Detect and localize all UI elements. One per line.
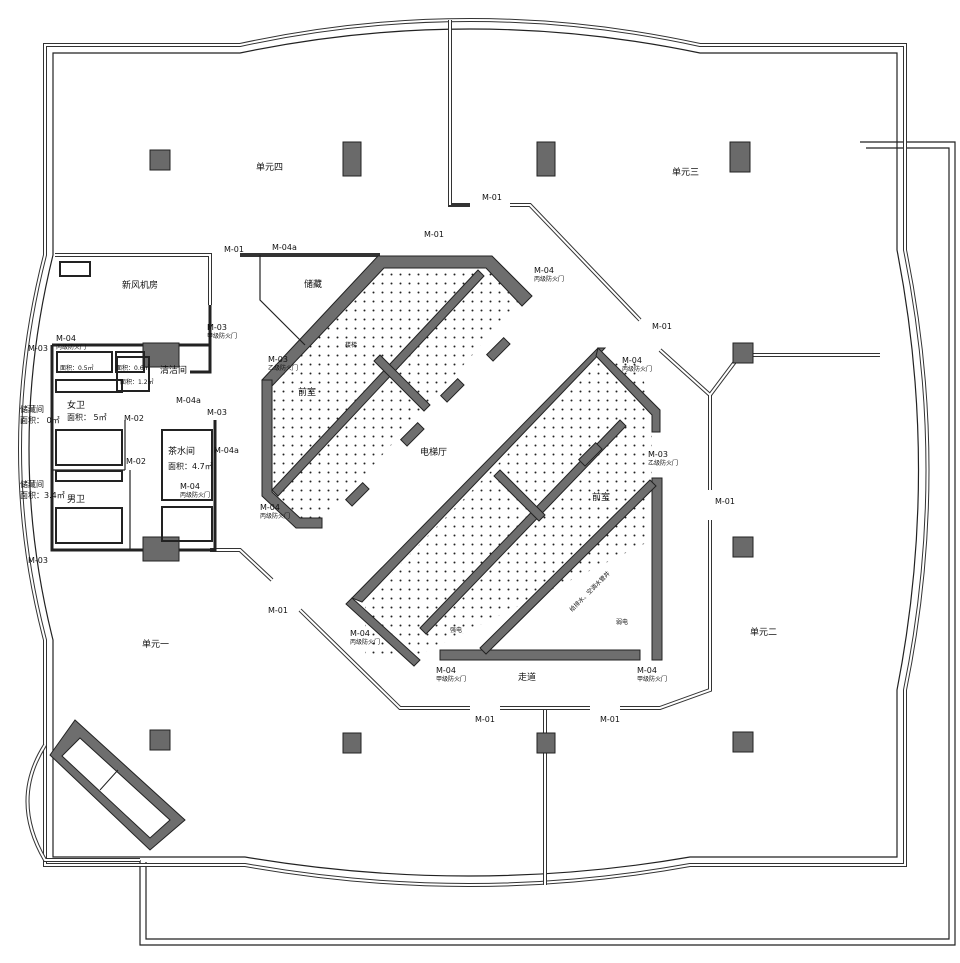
door-code-label: M-01	[268, 606, 288, 615]
door-code-label: M-03	[648, 450, 668, 459]
unit-2-label: 单元二	[750, 626, 777, 638]
door-code-label: M-04	[637, 666, 657, 675]
door-code-label: M-03	[28, 344, 48, 353]
door-fire-rating-label: 丙级防火门	[260, 512, 290, 520]
unit-1-label: 单元一	[142, 638, 169, 650]
shaft-area-3: 面积：1.2㎡	[120, 378, 154, 386]
door-code-label: M-01	[482, 193, 502, 202]
door-code-label: M-04	[56, 334, 76, 343]
door-code-label: M-01	[600, 715, 620, 724]
door-fire-rating-label: 丙级防火门	[350, 638, 380, 646]
elevator-hall-label: 电梯厅	[420, 446, 447, 458]
storage-label: 储藏	[304, 278, 322, 290]
weak-electric-label: 弱电	[616, 618, 628, 626]
door-fire-rating-label: 乙级防火门	[268, 364, 298, 372]
tea-room-area: 面积：4.7㎡	[168, 461, 213, 471]
door-code-label: M-03	[268, 355, 288, 364]
elevator-shaft-bottom-left	[25, 719, 186, 862]
unit-3-label: 单元三	[672, 166, 699, 178]
door-code-label: M-04	[534, 266, 554, 275]
door-code-label: M-03	[28, 556, 48, 565]
door-fire-rating-label: 甲级防火门	[436, 675, 466, 683]
stair-label: 楼梯	[345, 341, 357, 349]
door-code-label: M-02	[126, 457, 146, 466]
storage-room-1-area: 面积： 0㎡	[20, 415, 60, 425]
door-code-label: M-01	[424, 230, 444, 239]
tea-room-label: 茶水间	[168, 445, 195, 457]
unit-partitions	[55, 20, 880, 885]
storage-room-2-area: 面积：3.4㎡	[20, 490, 65, 500]
door-code-label: M-04	[622, 356, 642, 365]
door-code-label: M-04a	[272, 243, 297, 252]
unit-4-label: 单元四	[256, 161, 283, 173]
door-code-label: M-01	[715, 497, 735, 506]
door-fire-rating-label: 甲级防火门	[637, 675, 667, 683]
door-fire-rating-label: 丙级防火门	[56, 343, 86, 351]
door-code-label: M-01	[652, 322, 672, 331]
fresh-air-room-label: 新风机房	[122, 279, 158, 291]
storage-room-1-label: 储藏间	[20, 404, 44, 414]
front-room-right-label: 前室	[592, 491, 610, 503]
door-fire-rating-label: 乙级防火门	[648, 459, 678, 467]
strong-electric-label: 强电	[450, 626, 462, 634]
door-code-label: M-01	[475, 715, 495, 724]
door-fire-rating-label: 丙级防火门	[534, 275, 564, 283]
door-code-label: M-04	[260, 503, 280, 512]
shaft-area-2: 面积：0.6㎡	[116, 364, 150, 372]
door-code-label: M-04	[180, 482, 200, 491]
door-code-label: M-02	[124, 414, 144, 423]
door-code-label: M-04a	[214, 446, 239, 455]
corridor-label: 走道	[518, 671, 536, 683]
door-fire-rating-label: 丙级防火门	[622, 365, 652, 373]
door-code-label: M-04a	[176, 396, 201, 405]
core-left	[259, 255, 533, 529]
terrace-outline	[139, 141, 956, 946]
door-fire-rating-label: 丙级防火门	[180, 491, 210, 499]
core-right	[345, 347, 663, 667]
front-room-left-label: 前室	[298, 386, 316, 398]
door-code-label: M-01	[224, 245, 244, 254]
structural-columns	[142, 141, 754, 754]
door-code-label: M-04	[436, 666, 456, 675]
womens-wc-label: 女卫	[67, 399, 85, 411]
door-code-label: M-03	[207, 408, 227, 417]
door-code-label: M-04	[350, 629, 370, 638]
womens-wc-area: 面积： 5㎡	[67, 412, 107, 422]
exterior-wall	[18, 18, 930, 887]
service-block	[50, 261, 217, 552]
mens-wc-label: 男卫	[67, 494, 85, 505]
cleaning-room-label: 清洁间	[160, 364, 187, 376]
storage-room-2-label: 储藏间	[20, 479, 44, 489]
shaft-area-1: 面积：0.5㎡	[60, 364, 94, 372]
door-code-label: M-03	[207, 323, 227, 332]
door-fire-rating-label: 甲级防火门	[207, 332, 237, 340]
